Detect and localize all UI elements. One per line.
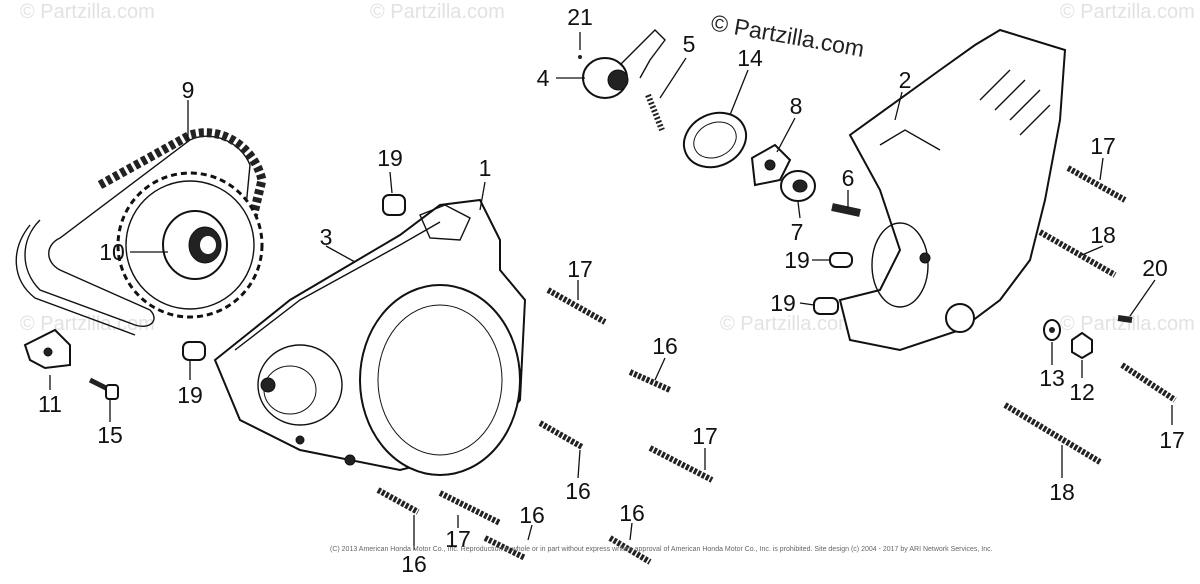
callout-5: 5 [683, 31, 696, 57]
callout-17: 17 [1090, 133, 1116, 159]
screw-20 [1117, 315, 1133, 323]
callout-18: 18 [1090, 222, 1116, 248]
callout-16: 16 [619, 500, 645, 526]
callout-4: 4 [537, 65, 550, 91]
watermark: © Partzilla.com [720, 313, 855, 335]
callout-16: 16 [565, 478, 591, 504]
pulse-rotor-assembly [578, 29, 666, 99]
callout-15: 15 [97, 422, 123, 448]
callout-17: 17 [445, 526, 471, 552]
callout-18: 18 [1049, 479, 1075, 505]
drive-sprocket [116, 171, 264, 319]
watermark: © Partzilla.com [1060, 1, 1195, 23]
callout-17: 17 [567, 256, 593, 282]
watermark-layer: © Partzilla.com © Partzilla.com © Partzi… [20, 1, 1195, 335]
left-crankcase-cover [213, 198, 527, 476]
spring-part [645, 93, 665, 132]
callout-19: 19 [377, 145, 403, 171]
callout-17: 17 [1159, 427, 1185, 453]
callout-11: 11 [38, 391, 62, 417]
bracket-part [23, 328, 71, 370]
callout-20: 20 [1142, 255, 1168, 281]
callout-12: 12 [1069, 379, 1095, 405]
callout-14: 14 [737, 45, 763, 71]
callout-9: 9 [182, 77, 195, 103]
stud-bolt [831, 203, 861, 217]
callout-19: 19 [784, 247, 810, 273]
watermark: © Partzilla.com [1060, 313, 1195, 335]
callout-17: 17 [692, 423, 718, 449]
drive-chain [15, 128, 267, 336]
small-bolt [88, 377, 119, 400]
callout-21: 21 [567, 4, 593, 30]
right-crankcase-cover [838, 28, 1067, 352]
copyright-footer: (C) 2013 American Honda Motor Co., Inc. … [330, 546, 993, 553]
callout-7: 7 [791, 219, 804, 245]
washer-13 [1043, 319, 1061, 341]
leader-lines [49, 32, 1173, 550]
callout-3: 3 [320, 224, 333, 250]
callouts: 21 4 5 14 8 2 9 10 19 1 3 6 7 17 17 18 1… [38, 4, 1185, 577]
callout-16: 16 [401, 551, 427, 577]
callout-16: 16 [519, 502, 545, 528]
bolts [376, 165, 1177, 565]
watermark: © Partzilla.com [20, 313, 155, 335]
pulley-part [780, 170, 816, 202]
callout-2: 2 [899, 67, 912, 93]
callout-19: 19 [770, 290, 796, 316]
dowel-pins [182, 194, 853, 361]
brand-watermark: © Partzilla.com [709, 9, 866, 62]
callout-13: 13 [1039, 365, 1065, 391]
callout-19: 19 [177, 382, 203, 408]
callout-6: 6 [842, 165, 855, 191]
nut-12 [1071, 331, 1093, 360]
callout-10: 10 [99, 239, 125, 265]
cam-plate [750, 143, 792, 187]
callout-8: 8 [790, 93, 803, 119]
callout-1: 1 [479, 155, 492, 181]
callout-16: 16 [652, 333, 678, 359]
watermark: © Partzilla.com [20, 1, 155, 23]
oil-seal-ring [682, 111, 748, 169]
watermark: © Partzilla.com [370, 1, 505, 23]
